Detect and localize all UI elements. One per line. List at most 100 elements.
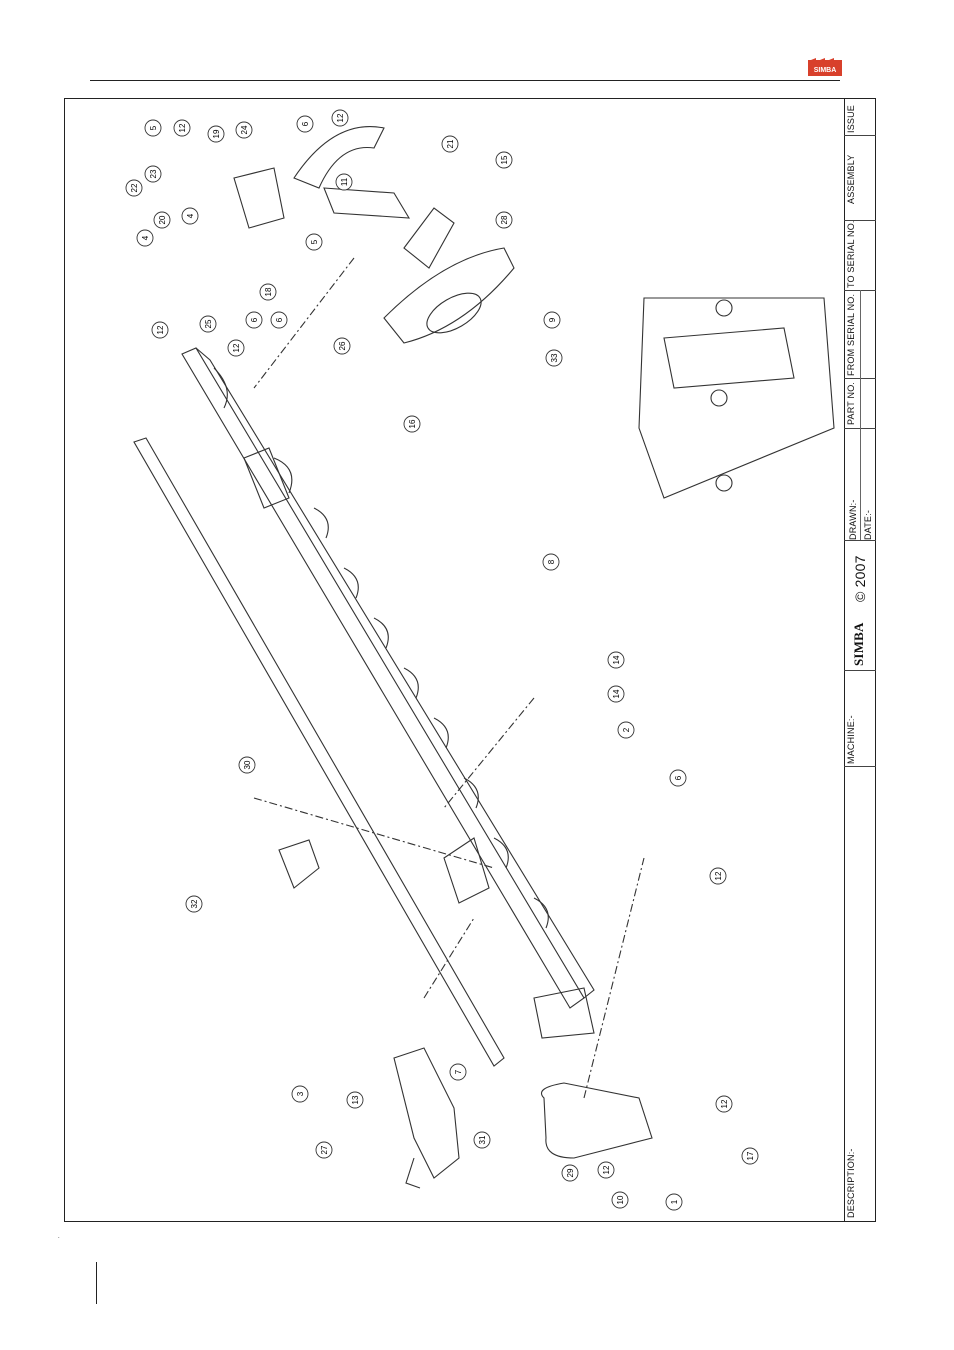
tb-divider — [844, 135, 876, 136]
callout-balloon: 4 — [182, 208, 198, 224]
callout-balloon: 17 — [742, 1148, 758, 1164]
callout-balloon: 10 — [612, 1192, 628, 1208]
callout-balloon: 33 — [546, 350, 562, 366]
issue-label: ISSUE — [846, 105, 856, 133]
callout-number: 12 — [156, 325, 165, 334]
callout-number: 33 — [550, 353, 559, 362]
callout-number: 6 — [250, 317, 259, 322]
callout-number: 6 — [301, 121, 310, 126]
callout-balloon: 12 — [174, 120, 190, 136]
callout-number: 6 — [674, 775, 683, 780]
callout-number: 12 — [714, 871, 723, 880]
callout-balloon: 23 — [145, 166, 161, 182]
callout-balloon: 9 — [544, 312, 560, 328]
part-no-label: PART NO. — [846, 382, 856, 425]
description-label: DESCRIPTION:- — [846, 1148, 856, 1218]
assembly-label: ASSEMBLY — [846, 155, 856, 204]
callout-balloon: 12 — [598, 1162, 614, 1178]
callout-number: 28 — [500, 215, 509, 224]
footer-rule — [96, 1262, 97, 1304]
callout-balloon: 13 — [347, 1092, 363, 1108]
callout-number: 5 — [310, 239, 319, 244]
from-serial-label: FROM SERIAL NO. — [846, 294, 856, 376]
callout-number: 12 — [720, 1099, 729, 1108]
callout-number: 16 — [408, 419, 417, 428]
callout-balloon: 12 — [152, 322, 168, 338]
callout-balloon: 25 — [200, 316, 216, 332]
callout-balloon: 24 — [236, 122, 252, 138]
simba-logo: SIMBA — [808, 58, 842, 78]
arm-29 — [542, 1083, 653, 1158]
tb-divider — [844, 670, 876, 671]
date-label: DATE:- — [863, 510, 873, 540]
callout-balloon: 6 — [670, 770, 686, 786]
callout-number: 30 — [243, 760, 252, 769]
callout-balloon: 18 — [260, 284, 276, 300]
callout-number: 12 — [178, 123, 187, 132]
callout-number: 13 — [351, 1095, 360, 1104]
callout-number: 2 — [622, 727, 631, 732]
callout-balloon: 20 — [154, 212, 170, 228]
callout-balloon: 3 — [292, 1086, 308, 1102]
plate-32 — [279, 840, 319, 888]
drawn-label: DRAWN:- — [848, 499, 858, 540]
callout-balloon: 32 — [186, 896, 202, 912]
callout-number: 6 — [275, 317, 284, 322]
callout-number: 15 — [500, 155, 509, 164]
callout-number: 5 — [149, 125, 158, 130]
callout-balloon: 30 — [239, 757, 255, 773]
callout-number: 29 — [566, 1168, 575, 1177]
callout-balloon: 6 — [297, 116, 313, 132]
callout-number: 12 — [336, 113, 345, 122]
callout-balloon: 27 — [316, 1142, 332, 1158]
inset-detail-view — [639, 298, 834, 498]
callout-balloon: 31 — [474, 1132, 490, 1148]
callout-balloon: 4 — [137, 230, 153, 246]
callout-number: 7 — [454, 1069, 463, 1074]
header-rule — [90, 80, 840, 81]
callout-balloon: 29 — [562, 1165, 578, 1181]
callout-number: 17 — [746, 1151, 755, 1160]
disc-16 — [384, 248, 514, 343]
machine-label: MACHINE:- — [846, 715, 856, 764]
to-serial-label: TO SERIAL NO. — [846, 220, 856, 288]
callout-balloon: 1 — [666, 1194, 682, 1210]
tb-divider — [844, 766, 876, 767]
callout-balloon: 15 — [496, 152, 512, 168]
callout-number: 24 — [240, 125, 249, 134]
callout-number: 26 — [338, 341, 347, 350]
callout-balloon: 2 — [618, 722, 634, 738]
callout-number: 10 — [616, 1195, 625, 1204]
callout-balloon: 12 — [710, 868, 726, 884]
callout-number: 11 — [340, 177, 349, 186]
callout-number: 12 — [602, 1165, 611, 1174]
callout-number: 18 — [264, 287, 273, 296]
callout-number: 4 — [141, 235, 150, 240]
title-block-brand: SIMBA — [851, 622, 867, 666]
callout-number: 14 — [612, 655, 621, 664]
callout-balloon: 28 — [496, 212, 512, 228]
callout-balloon: 12 — [332, 110, 348, 126]
tb-divider — [860, 428, 861, 540]
title-block-border — [844, 98, 845, 1222]
callout-balloon: 6 — [246, 312, 262, 328]
callout-balloon: 11 — [336, 174, 352, 190]
callout-number: 12 — [232, 343, 241, 352]
callout-balloon: 12 — [228, 340, 244, 356]
callout-balloon: 14 — [608, 686, 624, 702]
callout-balloon: 5 — [145, 120, 161, 136]
callout-number: 23 — [149, 169, 158, 178]
tb-divider — [860, 290, 861, 428]
callout-balloon: 6 — [271, 312, 287, 328]
footer-mark: . — [58, 1234, 60, 1240]
callout-balloon: 8 — [543, 554, 559, 570]
callout-number: 25 — [204, 319, 213, 328]
copyright-text: © 2007 — [852, 555, 868, 602]
callout-number: 21 — [446, 139, 455, 148]
callout-balloon: 21 — [442, 136, 458, 152]
callout-number: 27 — [320, 1145, 329, 1154]
callout-number: 31 — [478, 1135, 487, 1144]
callout-balloon: 22 — [126, 180, 142, 196]
